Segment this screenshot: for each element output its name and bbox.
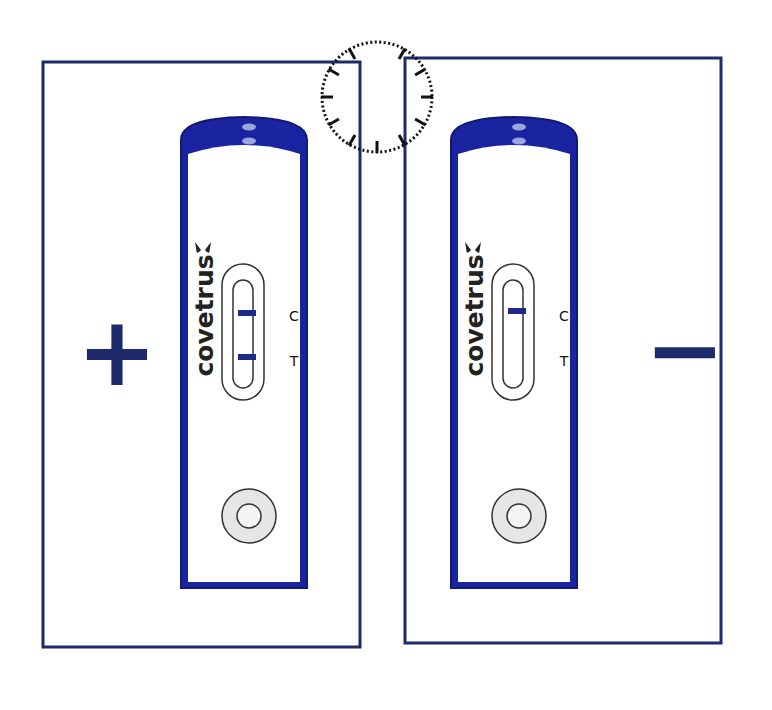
control-line — [508, 308, 526, 314]
positive-frame — [43, 62, 360, 647]
test-cassette — [181, 117, 307, 588]
test-cassette: covetrus C T — [451, 118, 577, 588]
test-cassette — [451, 117, 577, 588]
control-label: C — [559, 309, 569, 323]
control-line — [238, 310, 256, 316]
timer-icon — [321, 42, 433, 153]
test-label: T — [560, 354, 569, 368]
control-label: C — [289, 309, 299, 323]
negative-sign: − — [645, 302, 725, 398]
brand-name: covetrus — [462, 252, 487, 378]
positive-sign: + — [77, 304, 157, 400]
test-label: T — [290, 354, 299, 368]
test-cassette: covetrus C T — [181, 118, 307, 588]
brand-name: covetrus — [192, 252, 217, 378]
test-line — [238, 354, 256, 360]
